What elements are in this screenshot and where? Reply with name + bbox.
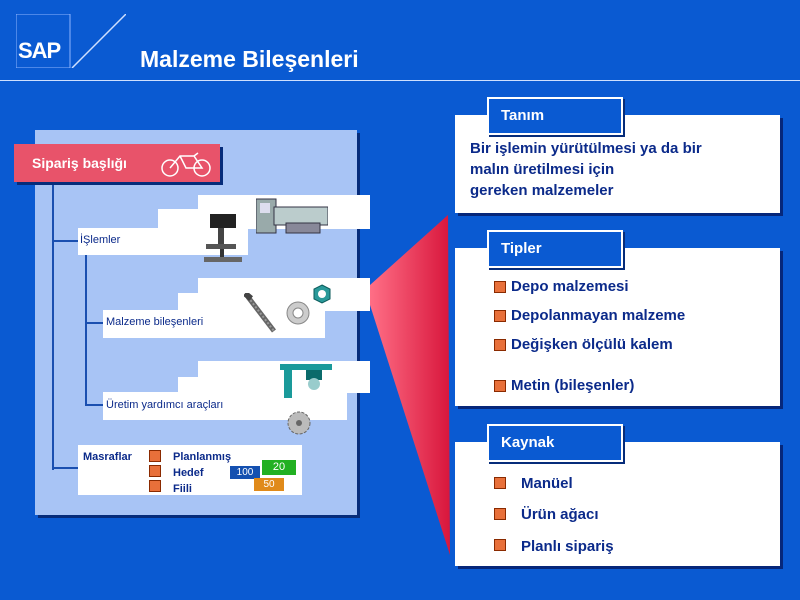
components-label: Malzeme bileşenleri (106, 316, 204, 328)
bullet-icon (494, 339, 506, 351)
order-header-box: Sipariş başlığı (14, 144, 220, 182)
bullet-icon (494, 477, 506, 489)
definition-tab-label: Tanım (501, 107, 545, 124)
header-divider (0, 80, 800, 81)
cost-target-value: 100 (230, 466, 260, 479)
source-card (455, 442, 780, 566)
hex-nut-icon (313, 284, 331, 304)
type-item: Metin (bileşenler) (511, 377, 635, 394)
bullet-icon (149, 450, 161, 462)
definition-line: gereken malzemeler (470, 182, 614, 199)
order-header-label: Sipariş başlığı (32, 155, 127, 171)
operations-label: İŞlemler (80, 234, 121, 246)
source-tab: Kaynak (487, 424, 623, 462)
cost-planned-value: 20 (262, 460, 296, 475)
bullet-icon (149, 480, 161, 492)
definition-tab: Tanım (487, 97, 623, 135)
type-item: Değişken ölçülü kalem (511, 336, 673, 353)
type-item: Depolanmayan malzeme (511, 307, 686, 324)
costs-label: Masraflar (83, 451, 132, 463)
machine-tool-icon (280, 364, 332, 398)
tree-branch (52, 467, 78, 469)
type-item: Depo malzemesi (511, 278, 629, 295)
cost-actual-label: Fiili (173, 483, 192, 495)
bullet-icon (494, 539, 506, 551)
sap-logo-text: SAP (18, 38, 61, 63)
types-tab-label: Tipler (501, 240, 542, 257)
source-tab-label: Kaynak (501, 434, 555, 451)
washer-icon (286, 301, 310, 325)
tree-branch (85, 322, 103, 324)
source-item: Manüel (521, 475, 573, 492)
cost-actual-value: 50 (254, 478, 284, 491)
bullet-icon (494, 281, 506, 293)
prt-label: Üretim yardımcı araçları (106, 399, 224, 411)
tree-branch (52, 240, 78, 242)
source-item: Planlı sipariş (521, 538, 614, 555)
prt-bg (178, 377, 370, 393)
types-tab: Tipler (487, 230, 623, 268)
sap-logo (16, 14, 126, 68)
tree-branch (85, 404, 103, 406)
definition-line: Bir işlemin yürütülmesi ya da bir (470, 140, 702, 157)
types-card (455, 248, 780, 406)
bullet-icon (494, 310, 506, 322)
highlight-wedge (370, 215, 450, 555)
bullet-icon (494, 508, 506, 520)
screw-icon (244, 293, 276, 333)
source-item: Ürün ağacı (521, 506, 599, 523)
cost-planned-label: Planlanmış (173, 451, 232, 463)
tree-sub-line (85, 255, 87, 405)
bullet-icon (149, 465, 161, 477)
tree-main-line (52, 185, 54, 470)
definition-text: Bir işlemin yürütülmesi ya da bir malın … (470, 138, 702, 201)
page-title: Malzeme Bileşenleri (140, 46, 359, 72)
cost-target-label: Hedef (173, 467, 204, 479)
lathe-machine-icon (256, 198, 328, 234)
bullet-icon (494, 380, 506, 392)
saw-blade-icon (287, 411, 311, 435)
bicycle-icon (161, 152, 211, 177)
definition-line: malın üretilmesi için (470, 161, 615, 178)
drill-press-icon (204, 214, 242, 262)
